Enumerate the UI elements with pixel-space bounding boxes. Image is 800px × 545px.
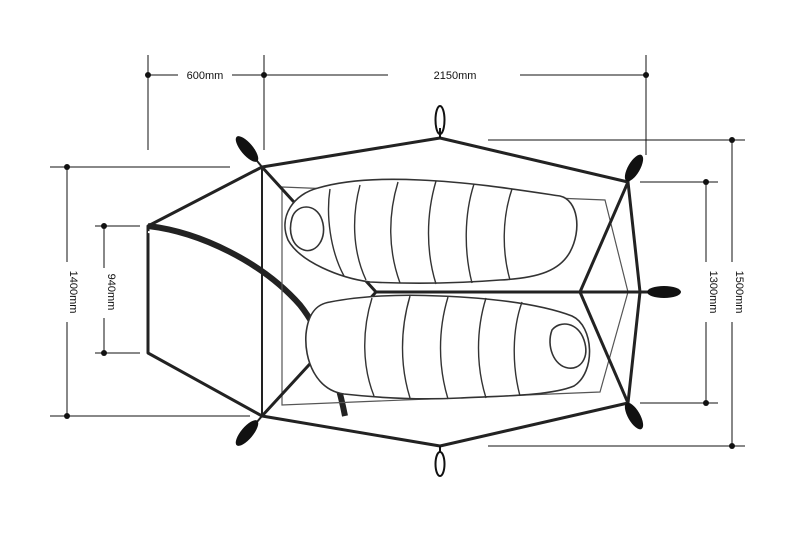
stake-bottom-left — [235, 415, 263, 446]
stake-bottom-right — [624, 402, 644, 430]
overall-width-label: 1400mm — [67, 271, 79, 314]
dimension-lines — [50, 55, 745, 449]
sleeping-bag-lower — [305, 294, 591, 400]
vestibule-depth-label: 600mm — [187, 70, 224, 82]
stake-top-left — [235, 136, 263, 168]
outer-width-label: 1500mm — [733, 271, 745, 314]
stake-top-right — [624, 154, 644, 183]
inner-width-label: 1300mm — [707, 271, 719, 314]
stake-bottom-center — [434, 446, 446, 477]
door-width-label: 940mm — [105, 274, 117, 311]
stake-top-center — [434, 105, 446, 138]
sleeping-bag-upper — [284, 178, 578, 285]
tent-length-label: 2150mm — [434, 70, 477, 82]
stake-right — [647, 286, 681, 298]
